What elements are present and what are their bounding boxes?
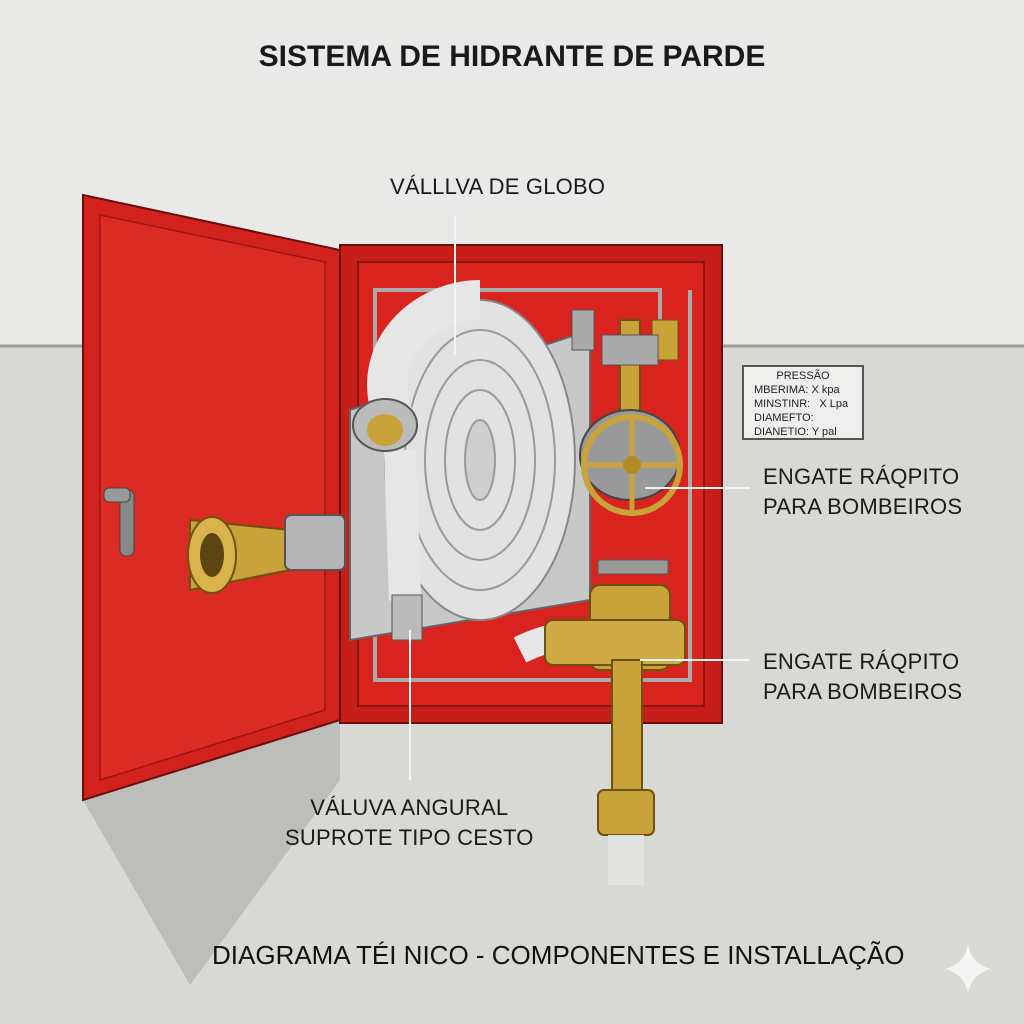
nozzle (187, 514, 346, 594)
label-angle-valve: VÁLUVA ANGURAL SUPROTE TIPO CESTO (285, 793, 534, 853)
diagram-title: SISTEMA DE HIDRANTE DE PARDE (258, 40, 766, 73)
pressure-plate: PRESSÃO MBERIMA: X kpa MINSTINR: X Lpa D… (742, 365, 864, 440)
label-line: ENGATE RÁQPITO (763, 649, 960, 674)
label-coupling-bottom: ENGATE RÁQPITO PARA BOMBEIROS (763, 647, 962, 707)
angle-valve-coupling (544, 559, 686, 885)
hose-reel (349, 280, 591, 663)
plate-line: DIAMEFTO: (754, 412, 814, 424)
label-coupling-top: ENGATE RÁQPITO PARA BOMBEIROS (763, 462, 962, 522)
label-line: VÁLUVA ANGURAL (310, 795, 509, 820)
globe-valve (571, 309, 683, 516)
label-line: PARA BOMBEIROS (763, 679, 963, 704)
plate-line: MINSTINR: X Lpa (754, 398, 849, 410)
footer-caption: DIAGRAMA TÉI NICO - COMPONENTES E INSTAL… (212, 940, 905, 970)
plate-heading: PRESSÃO (776, 370, 830, 382)
label-globe-valve: VÁLLLVA DE GLOBO (390, 174, 606, 199)
label-line: PARA BOMBEIROS (763, 494, 963, 519)
label-line: ENGATE RÁQPITO (763, 464, 960, 489)
cabinet-door[interactable] (82, 193, 341, 802)
plate-line: MBERIMA: X kpa (754, 384, 840, 396)
door-shadow (83, 720, 340, 985)
sparkle-icon (944, 945, 992, 993)
leader-lines (409, 215, 750, 780)
label-line: SUPROTE TIPO CESTO (285, 825, 534, 850)
plate-line: DIANETIO: Y pal (754, 426, 837, 438)
